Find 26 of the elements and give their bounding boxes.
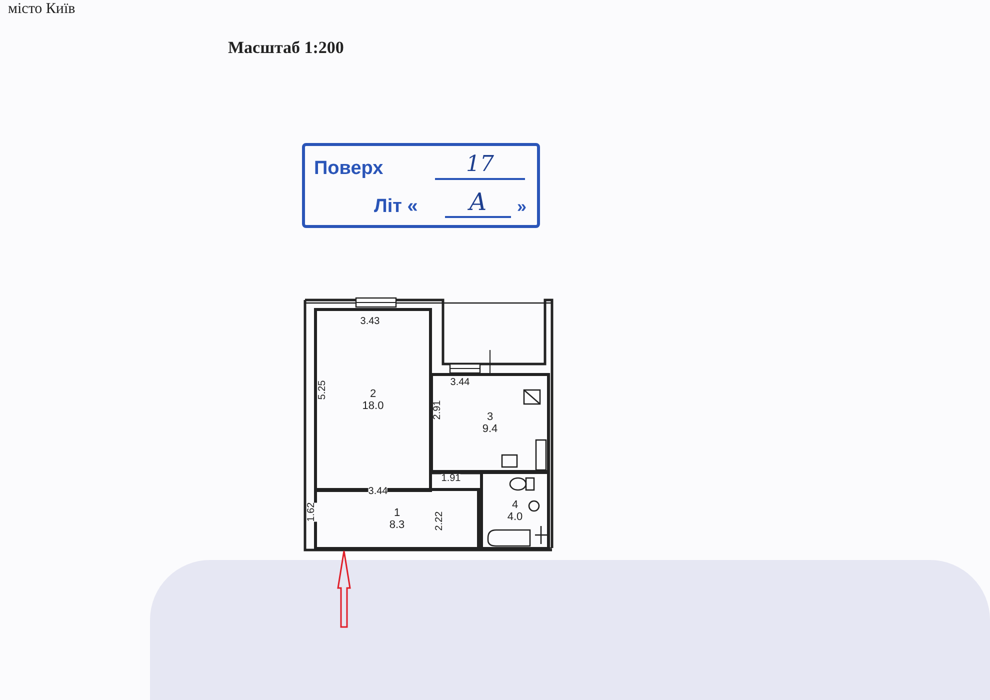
dimension-label: 1.91 <box>441 474 461 484</box>
stamp-text: Поверх <box>314 157 384 181</box>
room-area: 18.0 <box>361 400 385 412</box>
dimension-label: 2.22 <box>435 511 445 531</box>
room-area: 8.3 <box>388 519 406 531</box>
room-number: 3 <box>486 411 494 423</box>
dimension-label: 3.44 <box>368 487 388 497</box>
dimension-label: 3.43 <box>360 317 380 327</box>
stamp-text: Літ « <box>374 195 418 219</box>
room-area: 4.0 <box>506 510 524 522</box>
dimension-label: 2.91 <box>433 400 443 420</box>
entrance-arrow <box>336 550 352 628</box>
room-outline <box>480 471 550 550</box>
room-number: 1 <box>392 507 402 519</box>
handwritten-value: А <box>445 188 511 218</box>
dimension-label: 3.44 <box>450 378 470 388</box>
scale-title: Масштаб 1:200 <box>228 37 344 59</box>
room-number: 2 <box>368 388 378 400</box>
room-number: 4 <box>510 498 520 510</box>
stamp-text: » <box>517 196 526 218</box>
dimension-label: 5.25 <box>318 380 328 400</box>
floor-stamp <box>302 143 540 228</box>
handwritten-value: 17 <box>435 152 525 180</box>
city-label: місто Київ <box>8 2 76 17</box>
room-area: 9.4 <box>481 423 499 435</box>
dimension-label: 1.62 <box>307 502 317 522</box>
